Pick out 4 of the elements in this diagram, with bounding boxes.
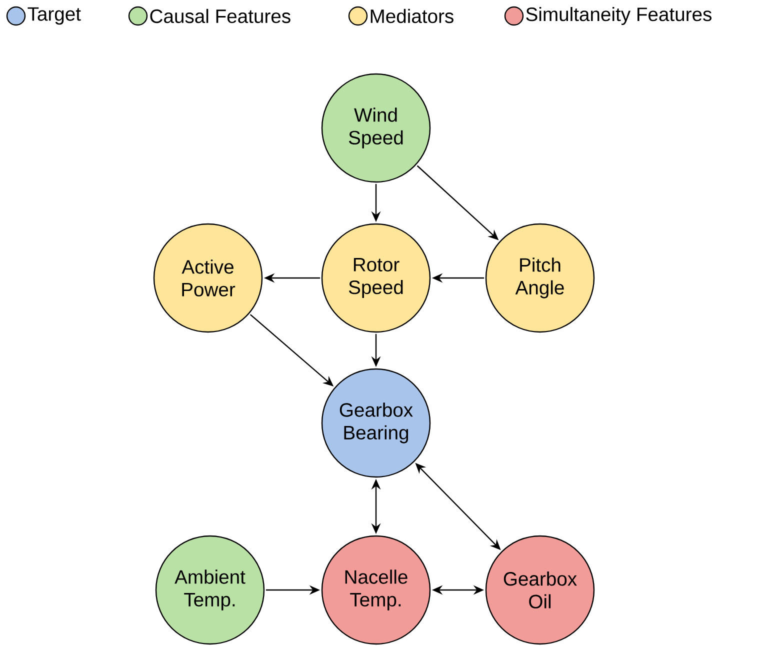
legend-label: Target	[28, 7, 81, 25]
legend-label: Simultaneity Features	[526, 7, 712, 26]
legend-label: Causal Features	[150, 8, 290, 24]
legend-label: Mediators	[370, 8, 454, 24]
